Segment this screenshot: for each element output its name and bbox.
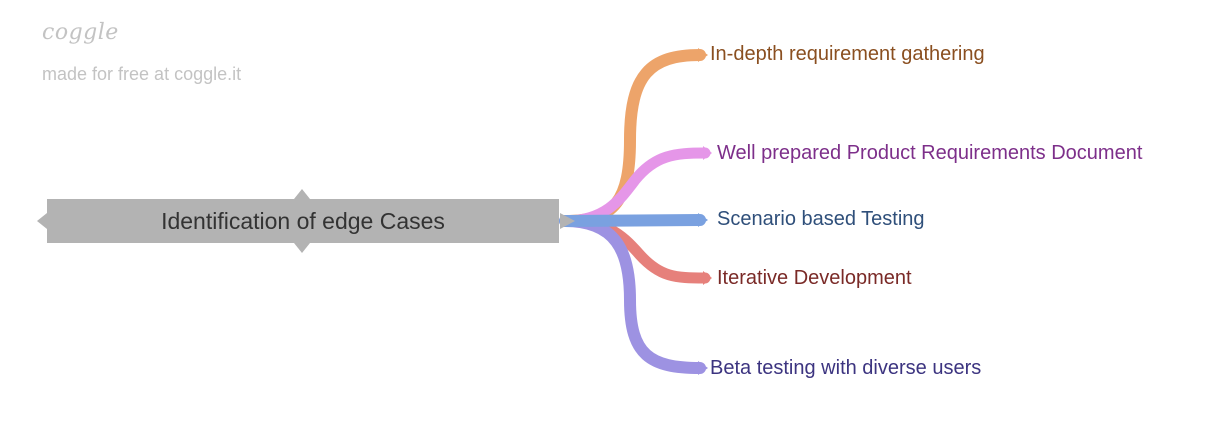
central-node-label: Identification of edge Cases: [161, 207, 445, 234]
central-node[interactable]: Identification of edge Cases: [47, 199, 559, 243]
branch-arrowhead-requirement-gathering: [698, 48, 708, 62]
coggle-logo: coggle: [42, 20, 119, 45]
branch-connector-requirement-gathering: [559, 49, 706, 227]
branch-node-beta-testing[interactable]: Beta testing with diverse users: [710, 357, 982, 379]
branch-arrowhead-iterative-development: [703, 271, 712, 285]
branch-connector-iterative-development: [559, 215, 711, 284]
central-node-left-handle[interactable]: [37, 213, 47, 229]
branch-connector-beta-testing: [559, 215, 706, 374]
branch-connector-prd: [559, 147, 711, 227]
branch-arrowhead-beta-testing: [698, 361, 708, 375]
central-node-bottom-handle[interactable]: [294, 243, 310, 253]
coggle-tagline: made for free at coggle.it: [42, 64, 242, 84]
branch-node-prd[interactable]: Well prepared Product Requirements Docum…: [717, 142, 1143, 164]
branch-node-requirement-gathering[interactable]: In-depth requirement gathering: [710, 43, 985, 65]
branch-arrowhead-scenario-testing: [698, 213, 708, 227]
branch-arrowhead-prd: [703, 146, 712, 160]
branch-connector-scenario-testing: [559, 214, 706, 227]
branch-node-iterative-development[interactable]: Iterative Development: [717, 267, 912, 289]
branch-node-scenario-testing[interactable]: Scenario based Testing: [717, 208, 925, 230]
central-node-right-notch: [560, 213, 575, 229]
central-node-top-handle[interactable]: [294, 189, 310, 199]
